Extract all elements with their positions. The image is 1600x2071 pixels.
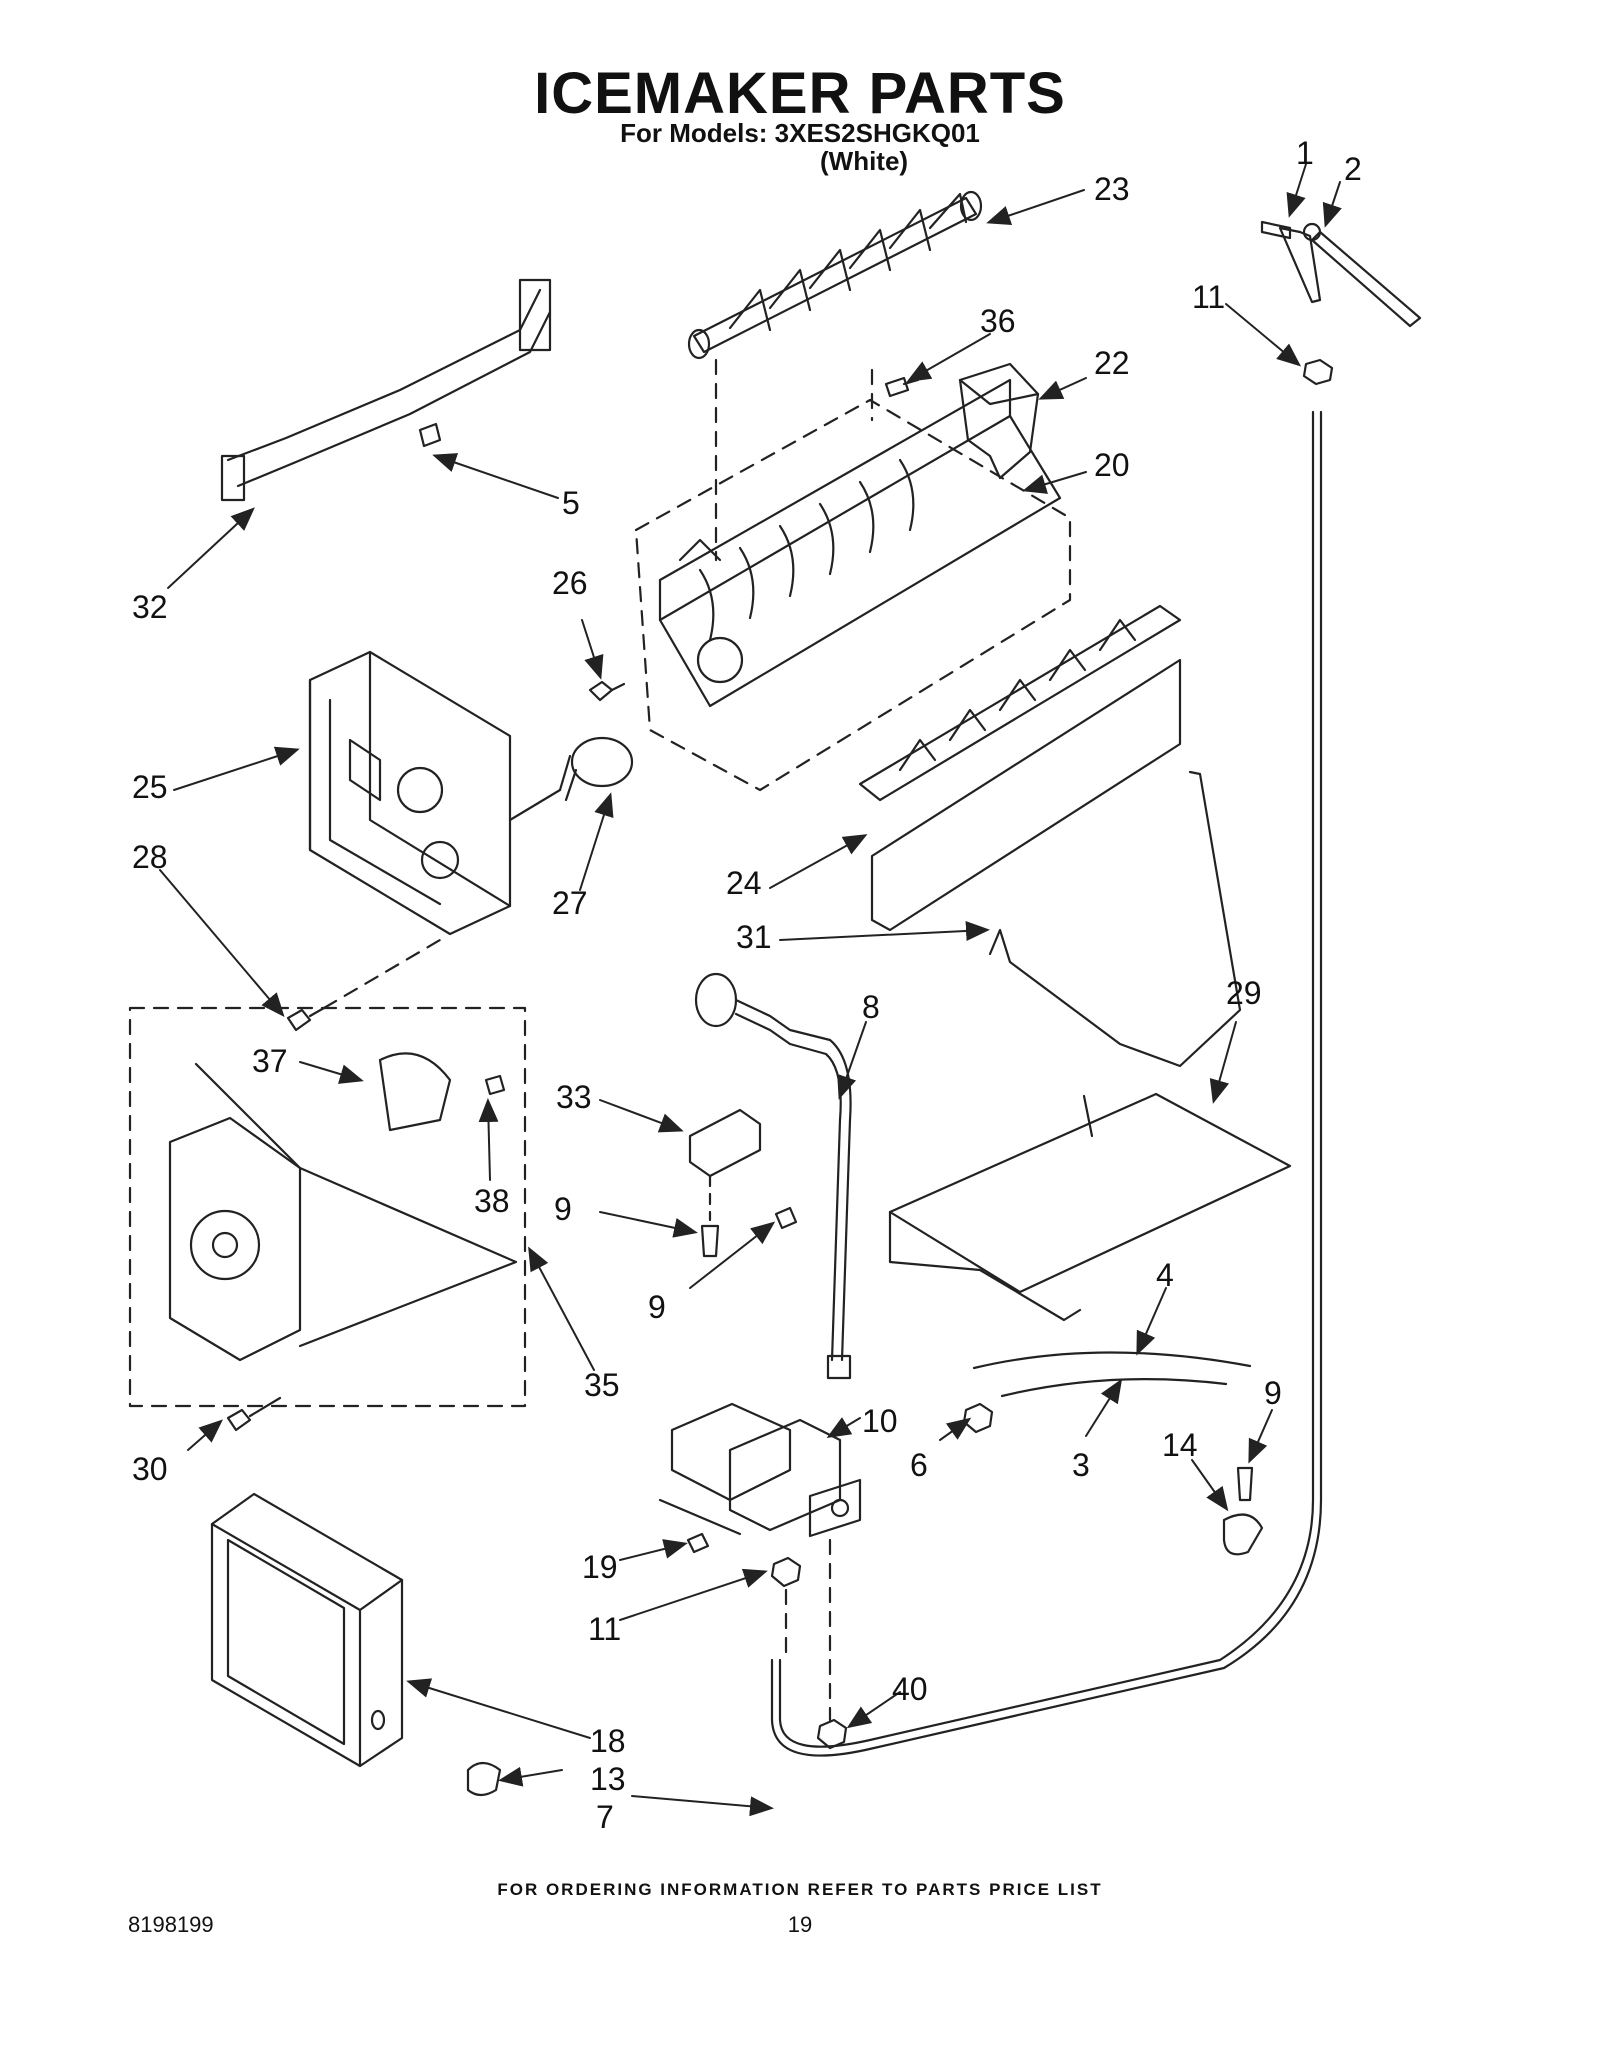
part-water-valve	[658, 1402, 862, 1538]
callout-32: 32	[132, 589, 168, 625]
part-screw-9a	[700, 1224, 720, 1258]
page-title: ICEMAKER PARTS	[534, 61, 1066, 126]
part-water-line	[694, 972, 852, 1380]
callout-25: 25	[132, 769, 168, 805]
part-fill-cup-22	[958, 362, 1040, 480]
page-number: 19	[787, 1912, 813, 1937]
part-wire-harness	[220, 278, 552, 502]
part-nut-40	[816, 1718, 848, 1750]
callout-38: 38	[474, 1183, 510, 1219]
part-motor-module	[168, 1052, 452, 1362]
part-fill-cup	[1260, 220, 1422, 328]
part-feeler-arm	[988, 770, 1242, 1068]
part-screw-9b	[774, 1206, 798, 1230]
callout-6: 6	[910, 1447, 928, 1483]
callout-31: 31	[736, 919, 772, 955]
callout-3: 3	[1072, 1447, 1090, 1483]
dashed-mold-outline	[634, 398, 1072, 792]
part-motor-27	[558, 736, 634, 802]
part-screw-38	[484, 1074, 506, 1096]
color-line: (White)	[820, 146, 909, 176]
callout-33: 33	[556, 1079, 592, 1115]
callout-13: 13	[590, 1761, 626, 1797]
part-clamp-14	[1222, 1513, 1264, 1556]
part-control-housing	[308, 650, 512, 936]
callout-24: 24	[726, 865, 762, 901]
callout-23: 23	[1094, 171, 1130, 207]
part-shield	[888, 1092, 1292, 1322]
callout-labels: 1 2 23 36 22 11 20 5 32 26 25 27 28 24 3…	[132, 135, 1362, 1835]
callout-30: 30	[132, 1451, 168, 1487]
part-nut-6	[962, 1402, 994, 1434]
callout-11b: 11	[588, 1611, 621, 1647]
callout-1: 1	[1296, 135, 1314, 171]
callout-14: 14	[1162, 1427, 1198, 1463]
part-tube-4	[972, 1351, 1252, 1370]
callout-36: 36	[980, 303, 1016, 339]
part-clip-26	[588, 680, 626, 702]
callout-18: 18	[590, 1723, 626, 1759]
callout-8: 8	[862, 989, 880, 1025]
document-number: 8198199	[128, 1912, 214, 1937]
callout-4: 4	[1156, 1257, 1174, 1293]
part-cover-18	[210, 1492, 404, 1768]
part-tube-3	[1000, 1378, 1228, 1398]
part-bracket-33	[688, 1108, 762, 1178]
part-screw-28	[286, 1006, 326, 1032]
callout-22: 22	[1094, 345, 1130, 381]
callout-28: 28	[132, 839, 168, 875]
callout-20: 20	[1094, 447, 1130, 483]
callout-29: 29	[1226, 975, 1262, 1011]
part-ice-ejector	[687, 190, 983, 360]
callout-19: 19	[582, 1549, 618, 1585]
part-screw-9c	[1236, 1466, 1254, 1502]
part-plug-13	[466, 1761, 502, 1797]
callout-40: 40	[892, 1671, 928, 1707]
part-screw-19	[686, 1532, 710, 1554]
part-screw-30	[226, 1396, 282, 1432]
part-nut-top	[1302, 358, 1334, 386]
callout-5: 5	[562, 485, 580, 521]
callout-7: 7	[596, 1799, 614, 1835]
callout-11: 11	[1192, 279, 1225, 315]
callout-10: 10	[862, 1403, 898, 1439]
callout-37: 37	[252, 1043, 288, 1079]
callout-9b: 9	[648, 1289, 666, 1325]
callout-9a: 9	[554, 1191, 572, 1227]
ordering-note: FOR ORDERING INFORMATION REFER TO PARTS …	[497, 1880, 1103, 1899]
callout-2: 2	[1344, 151, 1362, 187]
part-screw-36	[884, 376, 920, 398]
callout-27: 27	[552, 885, 588, 921]
callout-26: 26	[552, 565, 588, 601]
dashed-module-box	[128, 1006, 527, 1408]
callout-35: 35	[584, 1367, 620, 1403]
models-line: For Models: 3XES2SHGKQ01	[620, 118, 980, 148]
part-water-tube	[778, 410, 1315, 1748]
part-mold-cover	[858, 604, 1182, 932]
part-nut-bottom	[770, 1556, 802, 1588]
part-ice-mold	[658, 378, 1062, 708]
callout-9c: 9	[1264, 1375, 1282, 1411]
